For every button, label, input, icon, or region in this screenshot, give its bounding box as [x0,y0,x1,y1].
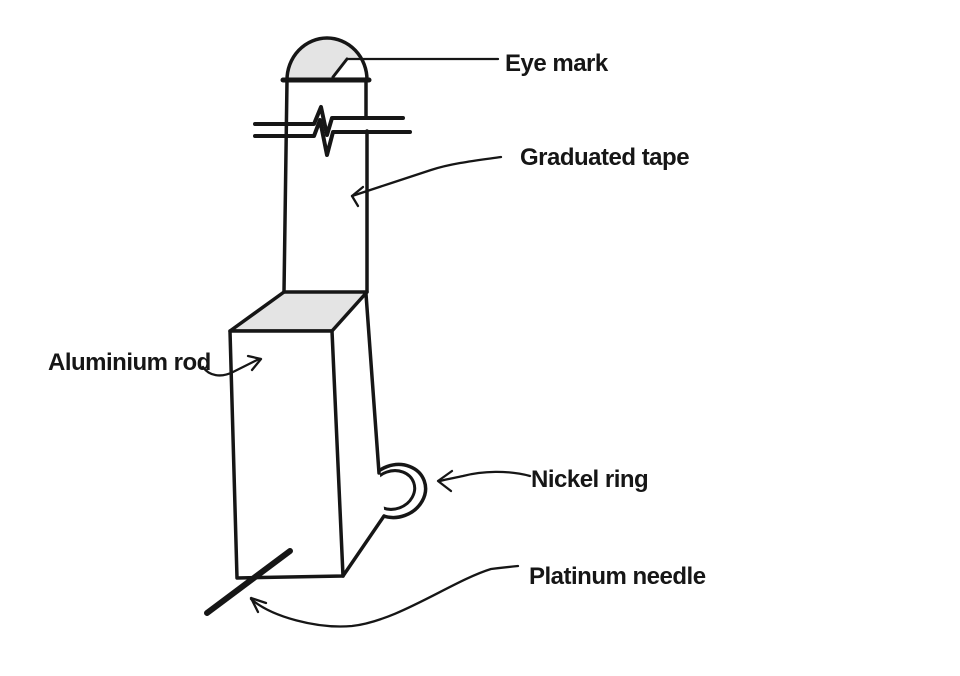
platinum-needle-line [204,548,293,616]
dome-outline [285,36,369,82]
eye-mark-slant [331,57,349,79]
rod-back-right-edge [364,292,381,475]
nickel-ring-arrowhead [436,469,454,493]
annotation-arrows [201,57,532,628]
rod-bottom-right-edge [341,514,386,578]
aluminium-rod-label: Aluminium rod [48,349,211,376]
platinum-needle-arrowhead [249,596,268,614]
graduated-tape-shaft [253,79,412,294]
platinum-needle-arrow [249,564,520,628]
tape-top-dome [280,36,372,83]
nickel-ring-label: Nickel ring [531,466,648,493]
aluminium-rod-body [228,290,386,580]
eye-mark-label: Eye mark [505,50,609,77]
eye-mark-window [333,59,366,77]
rod-front-face [228,329,345,580]
graduated-tape-arrow [350,155,503,198]
aluminium-rod-arrowhead [246,354,263,372]
break-line-lower [253,118,412,157]
aluminium-rod-arrow [201,357,261,377]
break-line-upper [253,105,405,137]
rod-right-face [332,294,385,576]
graduated-tape-label: Graduated tape [520,144,689,171]
platinum-needle-label: Platinum needle [529,563,706,590]
graduated-tape-arrowhead [350,185,365,208]
tape-left-edge [282,79,289,294]
nickel-ring-arrow [438,470,532,483]
